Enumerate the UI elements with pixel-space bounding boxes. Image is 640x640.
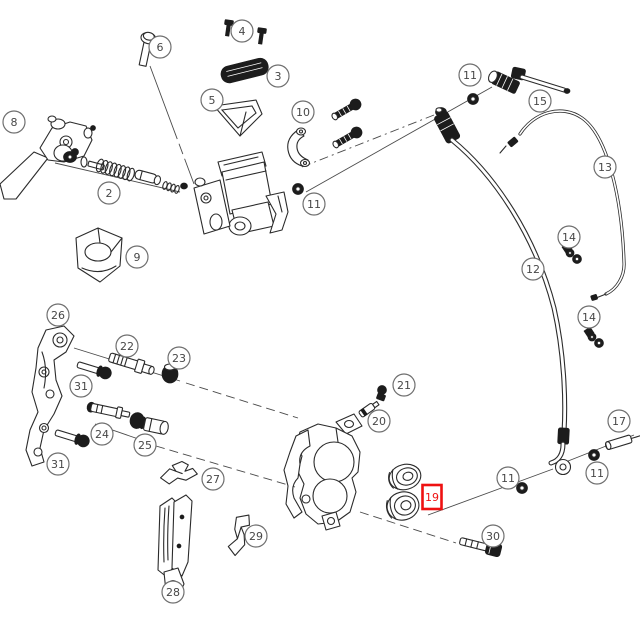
part-callout[interactable]: 5 <box>200 88 224 112</box>
svg-text:30: 30 <box>486 530 500 543</box>
part-callout[interactable]: 12 <box>521 257 545 281</box>
svg-text:19: 19 <box>425 491 439 504</box>
svg-text:8: 8 <box>11 116 18 129</box>
part-reservoir-cap <box>220 57 269 84</box>
svg-text:31: 31 <box>51 458 65 471</box>
part-callout[interactable]: 13 <box>593 155 617 179</box>
part-callout[interactable]: 11 <box>458 63 482 87</box>
part-callout[interactable]: 15 <box>528 89 552 113</box>
leader-lines <box>54 65 635 544</box>
part-callout[interactable]: 24 <box>90 422 114 446</box>
svg-text:14: 14 <box>562 231 576 244</box>
svg-text:24: 24 <box>95 428 109 441</box>
svg-text:15: 15 <box>533 95 547 108</box>
part-slide-pin-2 <box>86 401 131 419</box>
svg-text:4: 4 <box>239 25 246 38</box>
svg-text:23: 23 <box>172 352 186 365</box>
svg-text:27: 27 <box>206 473 220 486</box>
part-cable <box>499 109 626 301</box>
svg-text:6: 6 <box>157 41 164 54</box>
part-callout[interactable]: 2 <box>97 181 121 205</box>
part-joint-pin <box>605 434 640 451</box>
svg-text:17: 17 <box>612 415 626 428</box>
part-brake-lever <box>0 115 96 200</box>
part-slide-pin <box>108 352 155 375</box>
part-clamp-bolts <box>331 98 363 149</box>
part-brake-hose <box>434 107 572 476</box>
part-bleeder-valve <box>358 400 380 418</box>
part-callout[interactable]: 11 <box>302 192 326 216</box>
svg-text:2: 2 <box>106 187 113 200</box>
svg-text:21: 21 <box>397 379 411 392</box>
svg-text:31: 31 <box>74 380 88 393</box>
part-master-cylinder <box>193 151 289 236</box>
svg-text:22: 22 <box>120 340 134 353</box>
part-bleeder-cap <box>376 385 387 402</box>
part-callout[interactable]: 23 <box>167 346 191 370</box>
part-boot-cover <box>75 227 123 283</box>
svg-text:9: 9 <box>134 251 141 264</box>
part-callout[interactable]: 22 <box>115 334 139 358</box>
part-callout[interactable]: 14 <box>577 305 601 329</box>
part-handlebar-clamp <box>287 127 311 168</box>
svg-text:5: 5 <box>209 94 216 107</box>
svg-text:11: 11 <box>590 467 604 480</box>
svg-text:25: 25 <box>138 439 152 452</box>
svg-text:12: 12 <box>526 263 540 276</box>
part-callout[interactable]: 11 <box>496 466 520 490</box>
part-callout[interactable]: 27 <box>201 467 225 491</box>
part-callout[interactable]: 4 <box>230 19 254 43</box>
part-callout[interactable]: 29 <box>244 524 268 548</box>
part-reservoir-screws <box>224 19 267 45</box>
part-callout[interactable]: 17 <box>607 409 631 433</box>
part-callout[interactable]: 21 <box>392 373 416 397</box>
svg-text:10: 10 <box>296 106 310 119</box>
part-pushrod-kit <box>53 144 180 194</box>
svg-text:20: 20 <box>372 415 386 428</box>
svg-text:29: 29 <box>249 530 263 543</box>
part-mount-bracket <box>25 325 75 467</box>
svg-text:11: 11 <box>463 69 477 82</box>
part-callout[interactable]: 8 <box>2 110 26 134</box>
svg-text:14: 14 <box>582 311 596 324</box>
part-sealing-washers <box>292 93 600 494</box>
part-callout[interactable]: 11 <box>585 461 609 485</box>
part-diaphragm <box>213 99 263 137</box>
part-joint-fitting <box>487 66 571 94</box>
part-pin-sleeve <box>129 412 169 435</box>
part-pad-spring <box>159 460 198 485</box>
part-callout[interactable]: 30 <box>481 524 505 548</box>
part-callout[interactable]: 9 <box>125 245 149 269</box>
part-callout[interactable]: 10 <box>291 100 315 124</box>
part-pad-clip <box>227 514 251 557</box>
part-mount-bolts <box>54 361 112 448</box>
part-callout[interactable]: 20 <box>367 409 391 433</box>
part-callout[interactable]: 31 <box>69 374 93 398</box>
part-callout[interactable]: 28 <box>161 580 185 604</box>
svg-text:11: 11 <box>307 198 321 211</box>
svg-text:26: 26 <box>51 309 65 322</box>
part-callout[interactable]: 3 <box>266 64 290 88</box>
callout-layer: 6 4 3 5 10 8 2 11 15 13 9 11 14 12 26 14 22 23 31 21 20 17 24 2… <box>2 19 631 604</box>
svg-text:3: 3 <box>275 70 282 83</box>
part-callout[interactable]: 26 <box>46 303 70 327</box>
svg-text:13: 13 <box>598 161 612 174</box>
part-caliper-pistons <box>385 463 422 521</box>
svg-text:11: 11 <box>501 472 515 485</box>
part-callout-highlighted[interactable]: 19 <box>421 483 443 511</box>
part-callout[interactable]: 31 <box>46 452 70 476</box>
part-callout[interactable]: 6 <box>148 35 172 59</box>
part-hose-clips <box>561 242 604 348</box>
svg-text:28: 28 <box>166 586 180 599</box>
part-callout[interactable]: 14 <box>557 225 581 249</box>
part-callout[interactable]: 25 <box>133 433 157 457</box>
part-brake-caliper <box>283 413 363 531</box>
